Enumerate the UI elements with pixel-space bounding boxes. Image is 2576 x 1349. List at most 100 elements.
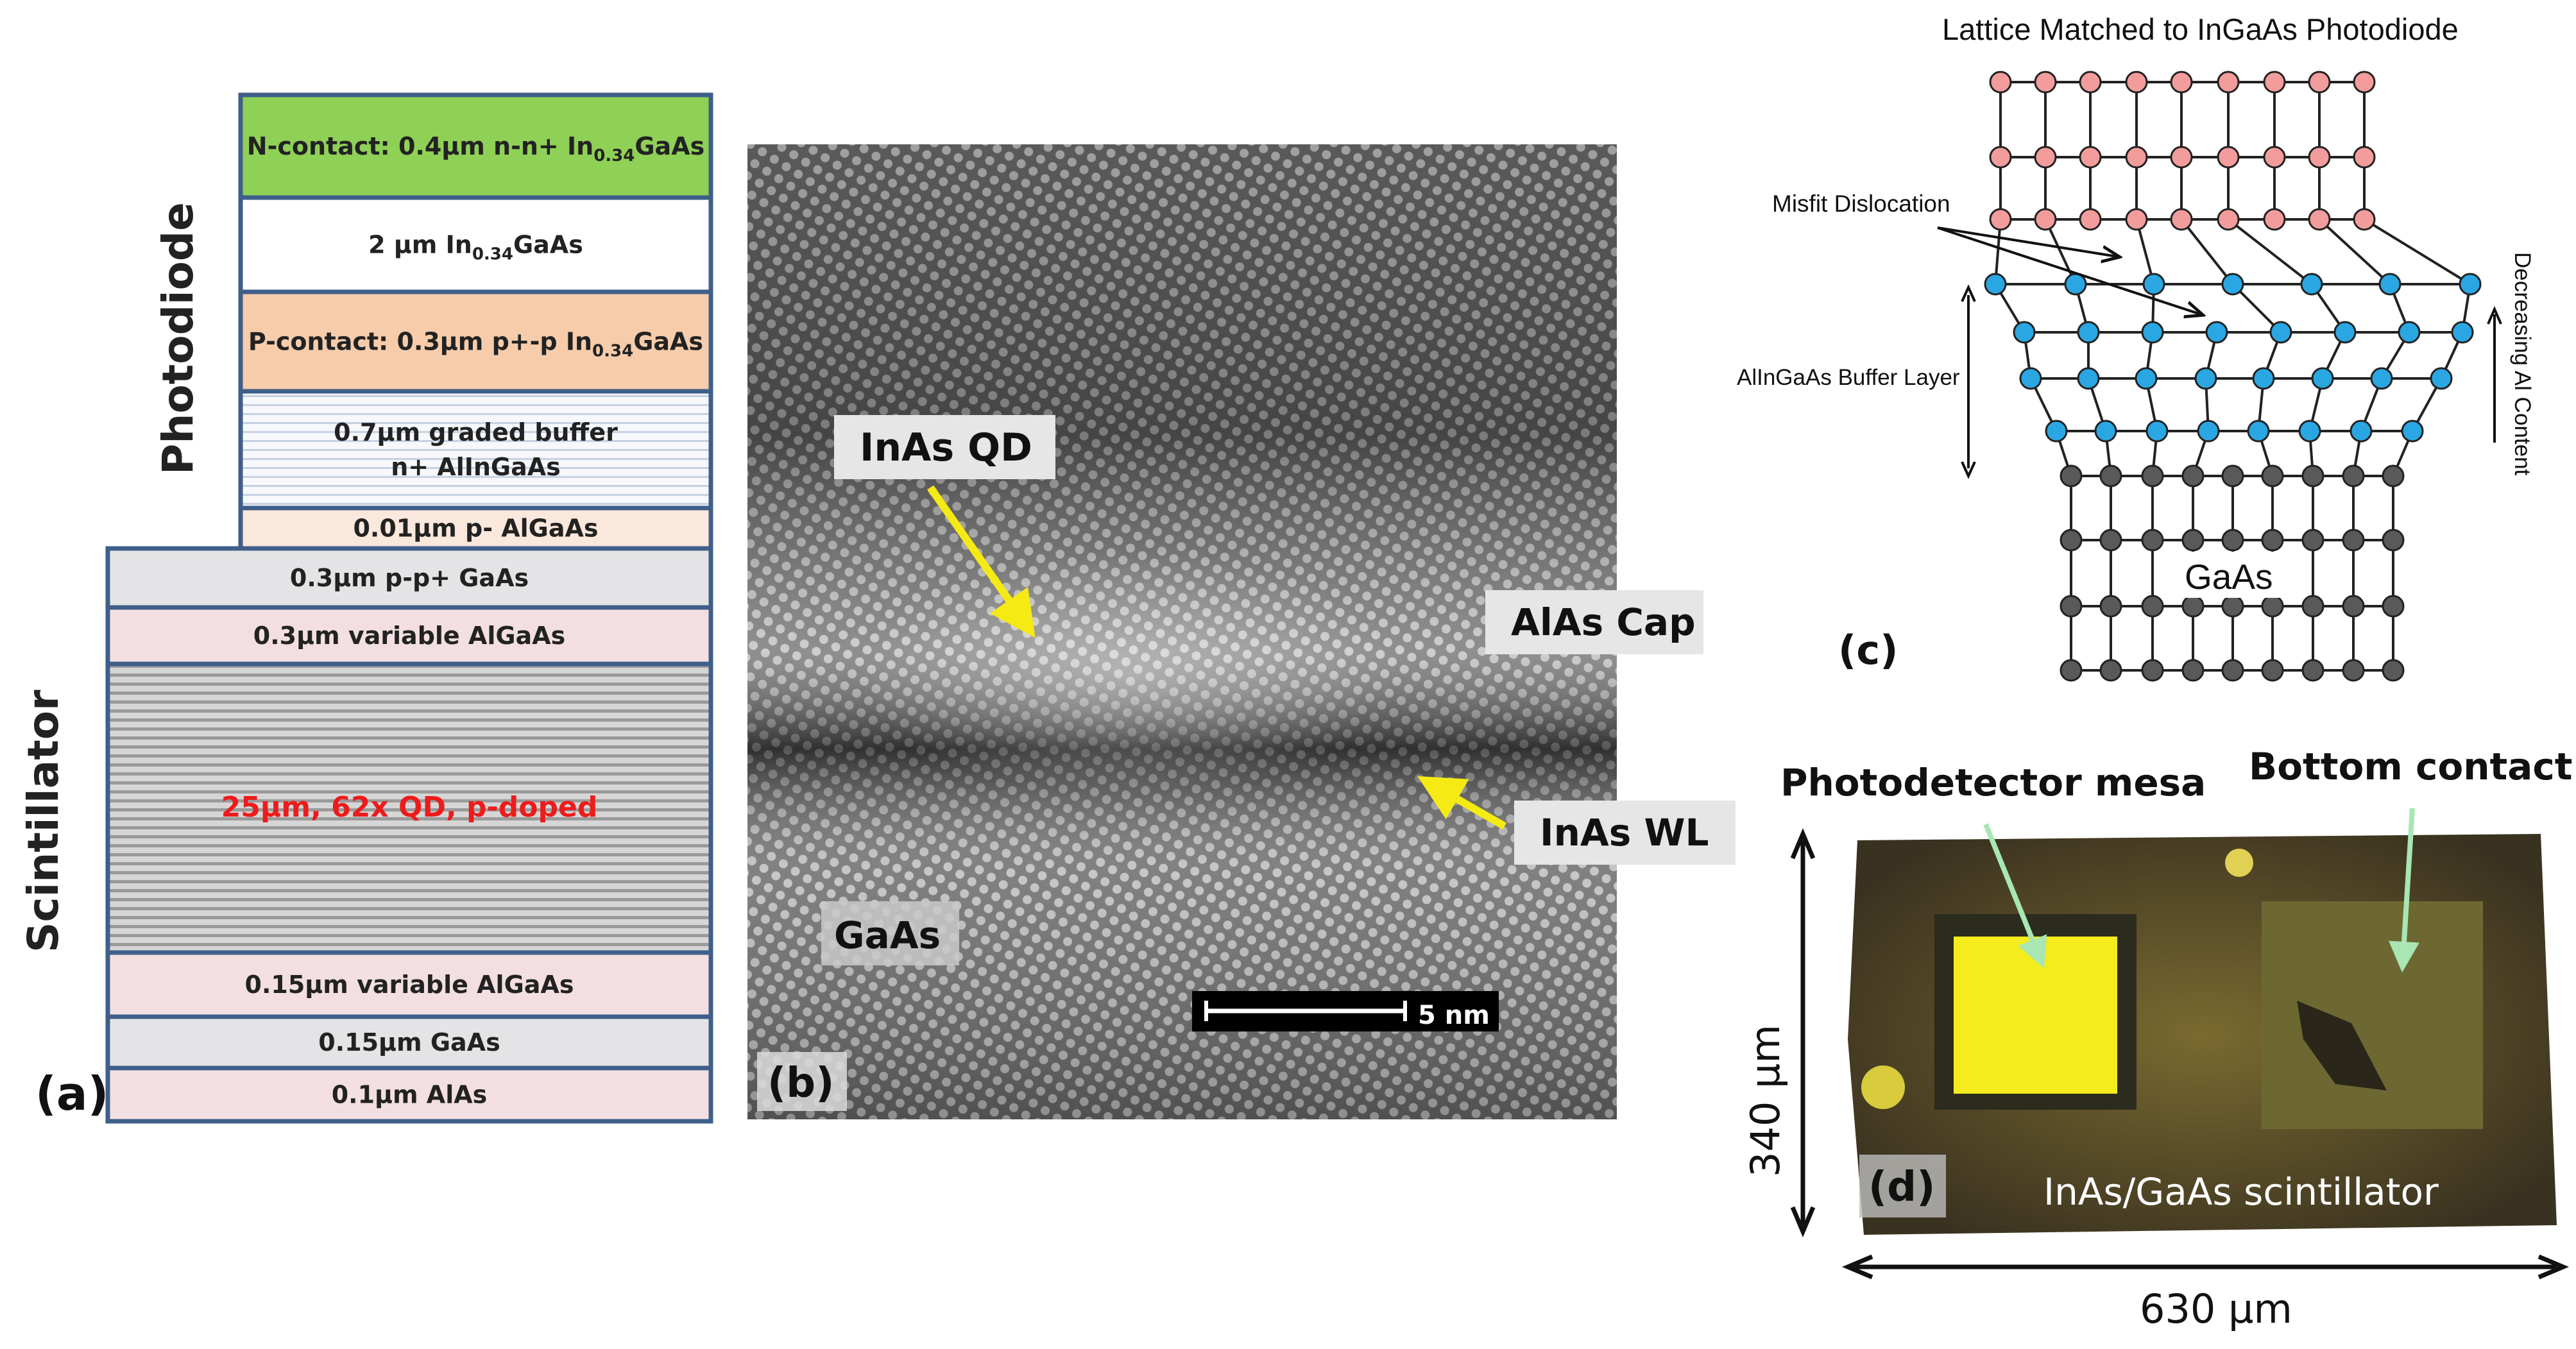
buffer-row-3-atom <box>2145 420 2169 443</box>
cap-label: AlAs Cap <box>1511 600 1696 644</box>
bottom-row-2-atom <box>2099 595 2122 618</box>
buffer-row-2-atom <box>2077 367 2100 390</box>
layer-label-9: 0.15µm GaAs <box>318 1028 500 1056</box>
panel-d-tag: (d) <box>1868 1164 1935 1211</box>
width-arrow-right <box>2538 1254 2570 1280</box>
photodiode-group-label: Photodiode <box>153 202 203 475</box>
buffer-row-2-atom <box>2430 367 2453 390</box>
buffer-row-0-atom <box>2300 273 2323 296</box>
bottom-row-0-atom <box>2099 464 2122 488</box>
buffer-row-0-atom <box>2459 273 2482 296</box>
buffer-row-3-atom <box>2094 420 2117 443</box>
top-row-0-atom <box>2079 71 2102 94</box>
bottom-row-3-atom <box>2221 659 2244 682</box>
lattice-bond <box>2231 283 2282 334</box>
bottom-row-3-atom <box>2382 659 2405 682</box>
layer-3 <box>238 389 713 511</box>
panel-c-tag: (c) <box>1838 627 1898 674</box>
buffer-arrow-head-top <box>1961 284 1976 302</box>
buffer-row-3-atom <box>2197 420 2220 443</box>
layer-7 <box>105 661 713 955</box>
top-row-1-atom <box>1989 146 2012 169</box>
layer-label-5: 0.3µm p-p+ GaAs <box>290 564 529 592</box>
lattice-bond <box>2044 219 2077 285</box>
layer-8 <box>105 950 713 1019</box>
buffer-row-0-atom <box>2221 273 2244 296</box>
bottom-row-3-atom <box>2261 659 2284 682</box>
top-row-1-atom <box>2034 146 2057 169</box>
buffer-row-3-atom <box>2401 420 2424 443</box>
bottom-row-2-atom <box>2060 595 2083 618</box>
buffer-row-1-atom <box>2398 321 2421 344</box>
panel-b-tag: (b) <box>767 1060 834 1107</box>
buffer-row-0-atom <box>2064 273 2087 296</box>
width-arrow-left <box>1841 1254 1873 1280</box>
layer-label-10: 0.1µm AlAs <box>332 1081 488 1109</box>
bottom-row-3-atom <box>2181 659 2205 682</box>
bottom-row-1-atom <box>2221 529 2244 552</box>
contact-feature <box>2297 1001 2387 1090</box>
misfit-arrow-2 <box>1937 226 2201 314</box>
top-row-1-atom <box>2217 146 2240 169</box>
layer-10 <box>105 1065 713 1124</box>
substrate-label: GaAs <box>2185 557 2273 597</box>
contact-pointer <box>2389 808 2419 972</box>
buffer-row-1-atom <box>2205 321 2228 344</box>
decreasing-label: Decreasing Al Content <box>2510 252 2535 476</box>
bottom-row-0-atom <box>2261 464 2284 488</box>
contact-pad <box>2262 901 2483 1129</box>
bottom-row-1-atom <box>2261 529 2284 552</box>
buffer-row-3-atom <box>2298 420 2321 443</box>
layer-label-8: 0.15µm variable AlGaAs <box>245 971 574 999</box>
bottom-row-1-atom <box>2181 529 2205 552</box>
buffer-row-3-atom <box>2350 420 2373 443</box>
panel-a-tag: (a) <box>35 1067 108 1121</box>
bottom-row-2-atom <box>2181 595 2205 618</box>
bottom-row-0-atom <box>2221 464 2244 488</box>
buffer-row-2-atom <box>2370 367 2393 390</box>
buffer-row-1-atom <box>2141 321 2164 344</box>
layer-5 <box>105 546 713 610</box>
width-label: 630 µm <box>2140 1285 2292 1332</box>
top-row-1-atom <box>2079 146 2102 169</box>
top-row-0-atom <box>2125 71 2148 94</box>
height-arrow-bottom <box>1790 1206 1816 1238</box>
qd-label-box <box>834 415 1055 479</box>
buffer-row-1-atom <box>2013 321 2036 344</box>
layer-label-6: 0.3µm variable AlGaAs <box>253 622 565 650</box>
substrate-label-box <box>2178 552 2284 598</box>
layer-4 <box>238 505 713 551</box>
buffer-row-2-atom <box>2252 367 2275 390</box>
gaas-label: GaAs <box>834 913 941 957</box>
layer-label-3-1: 0.7µm graded buffer <box>334 418 618 446</box>
wl-label-box <box>1514 801 1736 865</box>
top-row-2-atom <box>2217 208 2240 231</box>
top-row-1-atom <box>2308 146 2331 169</box>
bottom-row-3-atom <box>2099 659 2122 682</box>
height-arrow-top <box>1790 827 1816 860</box>
bottom-row-0-atom <box>2342 464 2365 488</box>
wl-arrow <box>1417 776 1506 830</box>
layer-label-4: 0.01µm p- AlGaAs <box>353 514 598 543</box>
scintillator-label: InAs/GaAs scintillator <box>2043 1170 2439 1214</box>
buffer-row-1-atom <box>2077 321 2100 344</box>
mesa-pad <box>1954 937 2117 1094</box>
lattice-bond <box>2180 218 2234 285</box>
layer-label-3-2: n+ AlInGaAs <box>391 453 561 481</box>
buffer-row-1-atom <box>2451 321 2474 344</box>
buffer-row-0-atom <box>2378 273 2401 296</box>
layer-6 <box>105 605 713 666</box>
bottom-row-0-atom <box>2382 464 2405 488</box>
top-row-2-atom <box>2353 208 2376 231</box>
scintillator-group-label: Scintillator <box>19 690 68 953</box>
buffer-label: AlInGaAs Buffer Layer <box>1737 365 1960 390</box>
bottom-row-1-atom <box>2060 529 2083 552</box>
panel-b-tag-box <box>757 1052 847 1111</box>
bottom-row-3-atom <box>2141 659 2164 682</box>
top-row-0-atom <box>2170 71 2193 94</box>
layer-0 <box>238 92 713 200</box>
buffer-row-3-atom <box>2045 420 2068 443</box>
bottom-row-0-atom <box>2301 464 2324 488</box>
layer-label-1: 2 µm In0.34GaAs <box>368 231 583 264</box>
